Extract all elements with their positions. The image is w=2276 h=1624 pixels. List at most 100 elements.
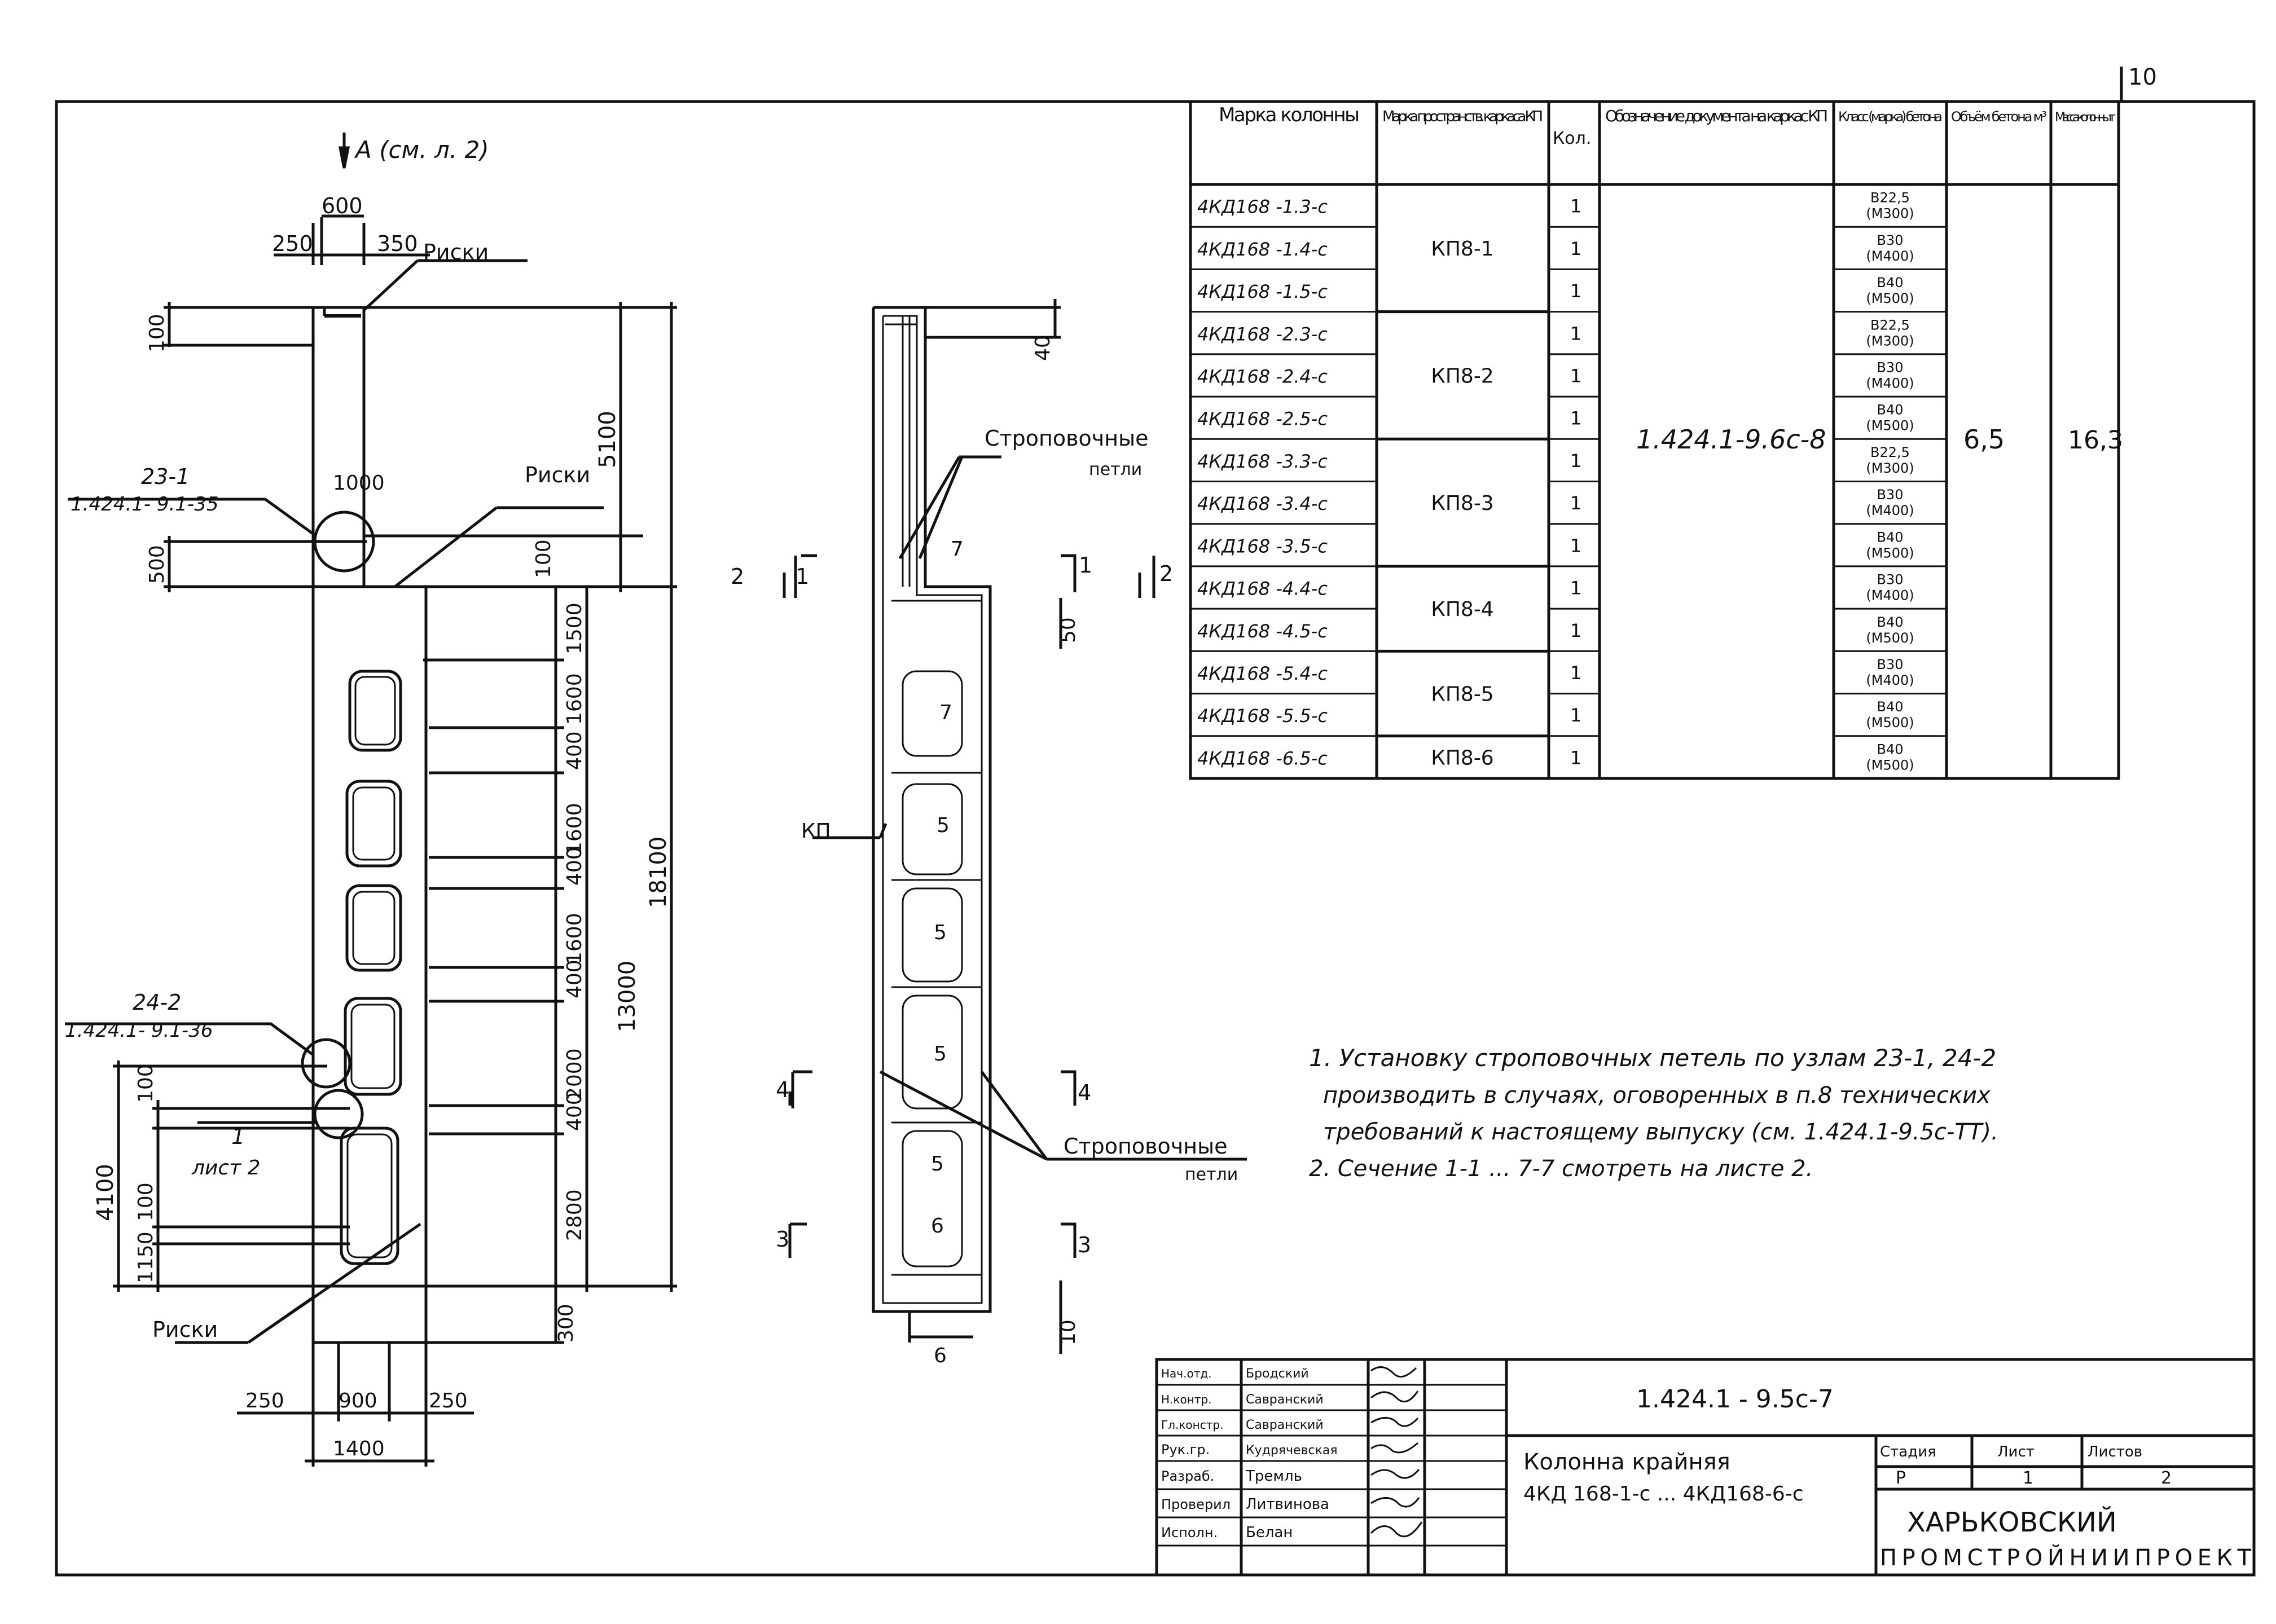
cage-dim-40: 40: [1031, 335, 1054, 361]
qty-cell: 1: [1570, 492, 1581, 514]
node-24-2-doc: 1.424.1- 9.1-36: [65, 1019, 213, 1042]
concrete-brand-cell: (М400): [1866, 503, 1914, 518]
node-1-number: 1: [231, 1124, 245, 1149]
mark-7-top: 7: [951, 538, 964, 561]
cut-1-right: 1: [1079, 553, 1092, 578]
dim-seg-2: 1600: [563, 673, 586, 725]
node-23-1-doc: 1.424.1- 9.1-35: [71, 493, 218, 516]
column-mark-cell: 4КД168 -3.5-с: [1197, 535, 1328, 557]
qty-cell: 1: [1570, 578, 1581, 599]
concrete-grade-cell: В30: [1877, 359, 1903, 375]
kp-document: 1.424.1-9.6с-8: [1636, 424, 1826, 455]
marks-label-middle: Риски: [525, 463, 590, 487]
mark-7-lower: 7: [939, 701, 952, 724]
header-frame-mark: Марка пространств. каркаса КП: [1382, 108, 1543, 125]
concrete-grade-cell: В40: [1877, 402, 1903, 418]
concrete-grade-cell: В40: [1877, 699, 1903, 715]
column-mark-cell: 4КД168 -2.3-с: [1197, 323, 1328, 345]
dim-top-600: 600: [322, 193, 363, 218]
sheet-number: 10: [2128, 64, 2157, 90]
dim-seg-1: 1500: [563, 602, 586, 654]
cage-dim-6: 6: [934, 1344, 947, 1367]
concrete-grade-cell: В30: [1877, 572, 1903, 588]
note-line-1: 1. Установку строповочных петель по узла…: [1309, 1044, 1996, 1072]
frame-mark-cell: КП8-1: [1431, 237, 1493, 261]
dim-base-900: 900: [339, 1389, 377, 1412]
concrete-grade-cell: В40: [1877, 614, 1903, 630]
cage-dim-10: 10: [1057, 1319, 1080, 1345]
node-1-ref: лист 2: [191, 1156, 261, 1180]
qty-cell: 1: [1570, 365, 1581, 386]
note-line-4: 2. Сечение 1-1 ... 7-7 смотреть на листе…: [1309, 1156, 1813, 1182]
header-qty: Кол.: [1553, 129, 1591, 148]
role-norm-control: Н.контр.: [1161, 1393, 1212, 1406]
dim-top-250: 250: [272, 231, 313, 256]
column-mark-cell: 4КД168 -4.4-с: [1197, 578, 1328, 600]
dim-18100: 18100: [645, 837, 671, 908]
view-reference: А (см. л. 2): [354, 136, 489, 164]
column-mass: 16,3: [2068, 426, 2123, 455]
column-mark-cell: 4КД168 -5.4-с: [1197, 663, 1328, 684]
dim-100-right: 100: [532, 539, 555, 578]
dim-left-500: 500: [146, 545, 169, 584]
sheet-label: Лист: [1997, 1443, 2035, 1460]
qty-cell: 1: [1570, 662, 1581, 684]
qty-cell: 1: [1570, 705, 1581, 726]
org-line-1: ХАРЬКОВСКИЙ: [1907, 1506, 2117, 1538]
mark-5-b: 5: [934, 921, 947, 944]
concrete-brand-cell: (М500): [1866, 630, 1914, 646]
frame-mark-cell: КП8-4: [1431, 598, 1493, 621]
dim-base-1400: 1400: [333, 1437, 385, 1460]
concrete-brand-cell: (М300): [1866, 333, 1914, 349]
cut-3-right: 3: [1078, 1233, 1091, 1257]
concrete-volume: 6,5: [1963, 424, 2005, 455]
frame-mark-cell: КП8-5: [1431, 683, 1493, 706]
dim-seg-8: 2000: [563, 1048, 586, 1100]
concrete-brand-cell: (М500): [1866, 757, 1914, 773]
lifting-loops-label-top: Строповочные: [985, 426, 1148, 451]
concrete-brand-cell: (М400): [1866, 588, 1914, 604]
header-concrete-class: Класс (марка) бетона: [1838, 109, 1943, 125]
role-head-dept: Нач.отд.: [1161, 1367, 1212, 1380]
mark-6: 6: [931, 1214, 944, 1238]
cut-2-left: 2: [731, 564, 744, 589]
concrete-grade-cell: В22,5: [1870, 317, 1910, 333]
drawing-title-line-1: Колонна крайняя: [1523, 1449, 1730, 1475]
concrete-grade-cell: В30: [1877, 487, 1903, 503]
qty-cell: 1: [1570, 620, 1581, 641]
concrete-brand-cell: (М500): [1866, 418, 1914, 434]
spec-table: [1189, 100, 2120, 780]
dim-1000: 1000: [333, 472, 385, 495]
concrete-brand-cell: (М500): [1866, 291, 1914, 306]
lifting-loops-sub-top: петли: [1089, 460, 1142, 479]
stage-value: Р: [1896, 1468, 1906, 1488]
dim-13000: 13000: [614, 961, 640, 1032]
concrete-grade-cell: В22,5: [1870, 190, 1910, 206]
name-chief-designer: Савранский: [1246, 1418, 1324, 1432]
qty-cell: 1: [1570, 747, 1581, 768]
dim-base-250-right: 250: [429, 1389, 468, 1412]
concrete-grade-cell: В40: [1877, 275, 1903, 291]
concrete-brand-cell: (М500): [1866, 545, 1914, 561]
role-group-lead: Рук.гр.: [1161, 1442, 1210, 1458]
stage-label: Стадия: [1880, 1443, 1936, 1460]
header-volume: Объём бетона м³: [1951, 109, 2047, 125]
qty-cell: 1: [1570, 280, 1581, 302]
note-line-3: требований к настоящему выпуску (см. 1.4…: [1323, 1119, 1998, 1145]
sheets-label: Листов: [2088, 1443, 2142, 1460]
note-line-2: производить в случаях, оговоренных в п.8…: [1323, 1082, 1991, 1108]
frame-mark-cell: КП8-3: [1431, 492, 1493, 515]
concrete-grade-cell: В30: [1877, 232, 1903, 248]
frame-mark-cell: КП8-6: [1431, 746, 1493, 769]
header-column-mark: Марка колонны: [1219, 104, 1360, 126]
name-group-lead: Кудрячевская: [1246, 1443, 1338, 1458]
qty-cell: 1: [1570, 196, 1581, 217]
column-mark-cell: 4КД168 -6.5-с: [1197, 747, 1328, 769]
column-elevation: [65, 133, 677, 1467]
cut-1-left: 1: [796, 564, 809, 589]
concrete-grade-cell: В40: [1877, 741, 1903, 757]
sheet-frame: [55, 100, 2256, 1577]
qty-cell: 1: [1570, 535, 1581, 556]
column-mark-cell: 4КД168 -1.4-с: [1197, 239, 1328, 260]
drawing-code: 1.424.1 - 9.5с-7: [1636, 1385, 1834, 1414]
